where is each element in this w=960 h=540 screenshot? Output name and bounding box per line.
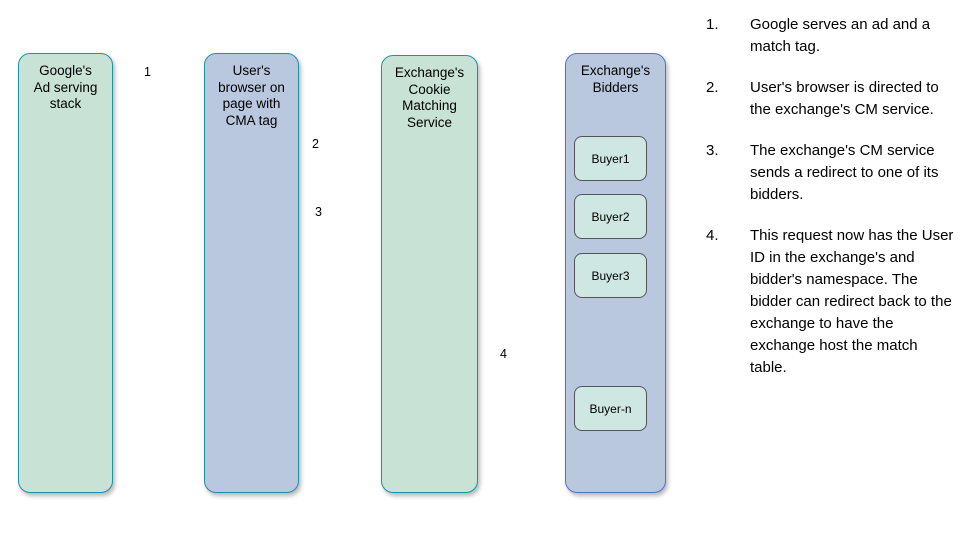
list-item: 4. This request now has the User ID in t… [706, 225, 956, 379]
arrow-label-4: 4 [500, 347, 507, 361]
buyer-box-1[interactable]: Buyer1 [574, 136, 647, 181]
buyer-box-3[interactable]: Buyer3 [574, 253, 647, 298]
node-browser-label: User's browser on page with CMA tag [218, 63, 285, 128]
list-item: 1. Google serves an ad and a match tag. [706, 14, 956, 58]
node-google-label: Google's Ad serving stack [33, 63, 98, 111]
step-number: 3. [706, 142, 719, 159]
node-exchange-cookie-matching-service[interactable]: Exchange's Cookie Matching Service [381, 55, 478, 493]
buyer-box-2[interactable]: Buyer2 [574, 194, 647, 239]
step-text: The exchange's CM service sends a redire… [750, 142, 939, 203]
buyer-box-n[interactable]: Buyer-n [574, 386, 647, 431]
node-cms-label: Exchange's Cookie Matching Service [394, 65, 465, 130]
step-text: This request now has the User ID in the … [750, 227, 954, 376]
node-bidders-label: Exchange's Bidders [580, 63, 651, 95]
step-text: User's browser is directed to the exchan… [750, 79, 939, 118]
list-item: 3. The exchange's CM service sends a red… [706, 140, 956, 206]
step-text: Google serves an ad and a match tag. [750, 16, 931, 55]
arrow-label-3: 3 [315, 205, 322, 219]
arrow-label-2: 2 [312, 137, 319, 151]
node-user-browser[interactable]: User's browser on page with CMA tag [204, 53, 299, 493]
step-number: 4. [706, 227, 719, 244]
node-google-ad-serving-stack[interactable]: Google's Ad serving stack [18, 53, 113, 493]
arrow-label-1: 1 [144, 65, 151, 79]
step-number: 2. [706, 79, 719, 96]
steps-list: 1. Google serves an ad and a match tag. … [706, 14, 956, 398]
step-number: 1. [706, 16, 719, 33]
list-item: 2. User's browser is directed to the exc… [706, 77, 956, 121]
